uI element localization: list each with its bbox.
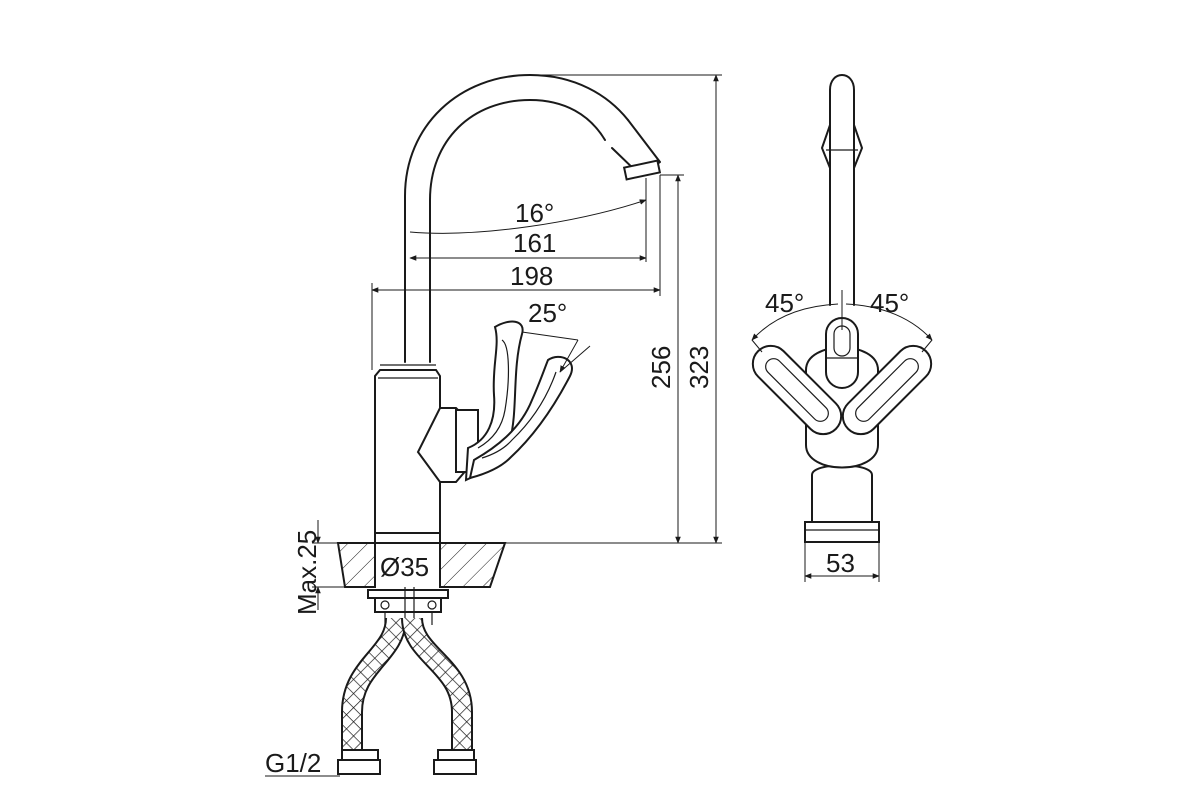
angle-right-label: 45° (870, 288, 909, 318)
lever-handle (464, 320, 573, 482)
reach-spout-label: 161 (513, 228, 556, 258)
reach-total-label: 198 (510, 261, 553, 291)
right-handle (841, 344, 933, 436)
spout (404, 74, 662, 363)
height-outlet-label: 256 (646, 346, 676, 389)
flexible-hoses (337, 616, 477, 775)
base-width-label: 53 (826, 548, 855, 578)
counter-thickness-label: Max.25 (292, 530, 322, 615)
front-view: 45° 45° 53 (751, 74, 933, 582)
angle-spout-label: 16° (515, 198, 554, 228)
side-view: 16° 161 198 25° 256 323 Max.25 Ø35 (265, 74, 722, 778)
faucet-body (374, 364, 479, 544)
height-total-label: 323 (684, 346, 714, 389)
hole-diameter-label: Ø35 (380, 552, 429, 582)
thread-label: G1/2 (265, 748, 321, 778)
angle-left-label: 45° (765, 288, 804, 318)
left-handle (751, 344, 843, 436)
angle-lever-label: 25° (528, 298, 567, 328)
